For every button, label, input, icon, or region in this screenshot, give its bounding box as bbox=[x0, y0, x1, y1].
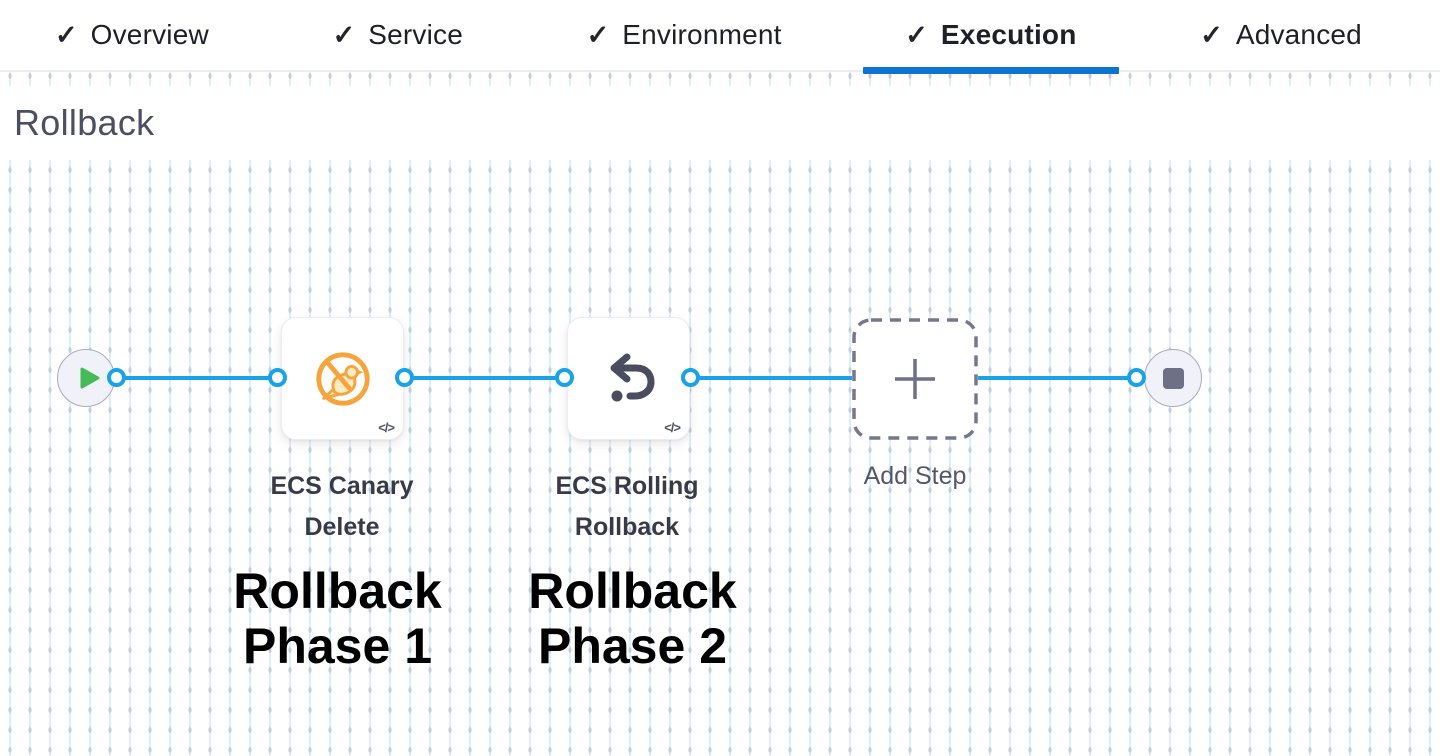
wizard-tab-bar: ✓ Overview ✓ Service ✓ Environment ✓ Exe… bbox=[0, 0, 1440, 74]
add-step-label: Add Step bbox=[863, 462, 967, 490]
tab-label: Overview bbox=[90, 19, 209, 50]
port-step2-in[interactable] bbox=[555, 368, 574, 387]
tab-service[interactable]: ✓ Service bbox=[333, 0, 463, 71]
add-step-button[interactable] bbox=[852, 318, 978, 440]
check-icon: ✓ bbox=[1200, 19, 1223, 50]
ecs-canary-delete-icon bbox=[315, 351, 370, 406]
tab-label: Execution bbox=[940, 19, 1077, 50]
tab-label: Service bbox=[368, 19, 463, 50]
stop-icon bbox=[1162, 367, 1184, 389]
step-card-ecs-canary-delete[interactable]: </> bbox=[281, 317, 404, 440]
pipeline-canvas: Rollback </> bbox=[0, 72, 1440, 756]
section-title: Rollback bbox=[14, 102, 155, 143]
port-step1-in[interactable] bbox=[268, 368, 287, 387]
edge-step1-to-step2 bbox=[404, 376, 564, 380]
section-header: Rollback bbox=[0, 86, 1440, 160]
tab-label: Environment bbox=[622, 19, 782, 50]
plus-icon bbox=[895, 359, 935, 399]
annotation-rollback-phase-2: Rollback Phase 2 bbox=[528, 563, 737, 674]
check-icon: ✓ bbox=[905, 19, 928, 50]
tab-advanced[interactable]: ✓ Advanced bbox=[1200, 0, 1362, 71]
grid-strip bbox=[0, 72, 1440, 86]
check-icon: ✓ bbox=[55, 19, 78, 50]
edge-addstep-to-end bbox=[978, 376, 1136, 380]
step-label-ecs-canary-delete: ECS Canary Delete bbox=[270, 472, 414, 541]
tab-environment[interactable]: ✓ Environment bbox=[587, 0, 782, 71]
step-label-ecs-rolling-rollback: ECS Rolling Rollback bbox=[555, 472, 699, 541]
port-step2-out[interactable] bbox=[681, 368, 700, 387]
end-node bbox=[1144, 349, 1202, 407]
ecs-rolling-rollback-icon bbox=[610, 353, 655, 401]
annotation-rollback-phase-1: Rollback Phase 1 bbox=[233, 563, 442, 674]
tab-overview[interactable]: ✓ Overview bbox=[55, 0, 209, 71]
play-icon bbox=[80, 367, 99, 389]
port-end-in[interactable] bbox=[1127, 368, 1146, 387]
code-badge-icon: </> bbox=[378, 420, 395, 435]
dashed-border bbox=[852, 318, 978, 440]
tab-execution[interactable]: ✓ Execution bbox=[863, 0, 1119, 74]
check-icon: ✓ bbox=[332, 19, 356, 50]
tab-label: Advanced bbox=[1235, 19, 1362, 50]
start-node bbox=[57, 349, 115, 407]
edge-step2-to-addstep bbox=[690, 376, 852, 380]
check-icon: ✓ bbox=[586, 19, 610, 50]
port-start-out[interactable] bbox=[107, 368, 126, 387]
rollback-graph-area: </> </> ECS Can bbox=[0, 160, 1440, 756]
edge-start-to-step1 bbox=[116, 376, 277, 380]
port-step1-out[interactable] bbox=[395, 368, 414, 387]
code-badge-icon: </> bbox=[664, 420, 681, 435]
step-card-ecs-rolling-rollback[interactable]: </> bbox=[567, 317, 690, 440]
